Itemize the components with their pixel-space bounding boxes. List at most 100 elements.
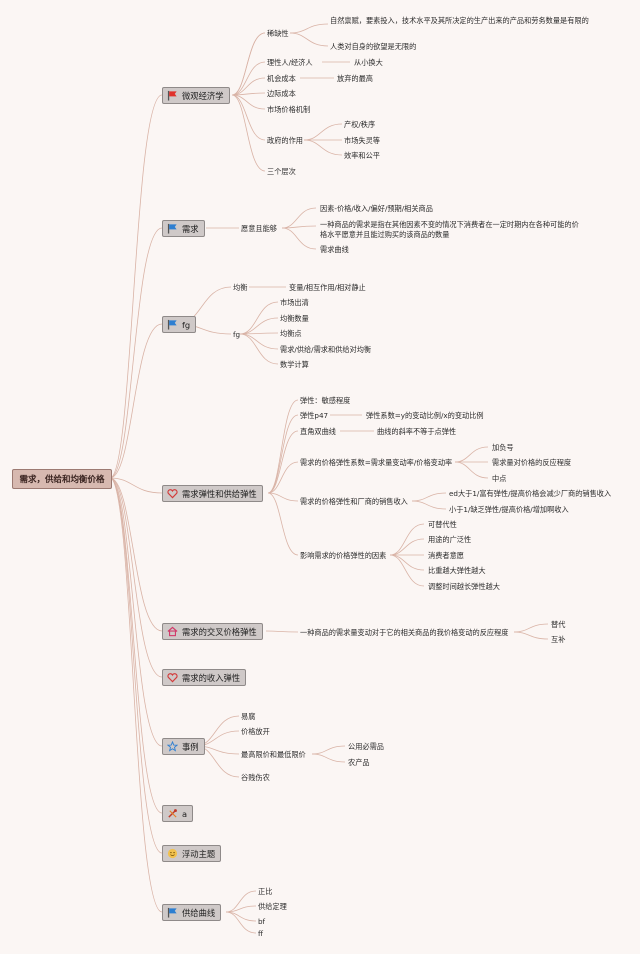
node-factor-item[interactable]: 可替代性	[428, 520, 457, 529]
topic-elasticity[interactable]: 需求弹性和供给弹性	[162, 485, 263, 502]
connector-line	[303, 123, 343, 141]
node-factor-item[interactable]: 调整时间越长弹性越大	[428, 582, 500, 591]
node-curve-item[interactable]: bf	[258, 917, 266, 926]
node-hyperbola[interactable]: 直角双曲线	[300, 427, 336, 436]
connector-line	[289, 32, 329, 47]
node-market[interactable]: 市场价格机制	[267, 105, 311, 114]
connector-line	[225, 911, 257, 934]
node-case-item[interactable]: 最高限价和最低限价	[241, 750, 306, 759]
connector-line	[109, 477, 163, 913]
node-rational[interactable]: 理性人/经济人	[267, 58, 313, 67]
node-curve-item[interactable]: 供给定理	[258, 902, 287, 911]
node-equilibrium-note[interactable]: 变量/相互作用/相对静止	[289, 283, 366, 292]
connector-line	[225, 905, 257, 913]
connector-line	[311, 745, 346, 755]
node-desire[interactable]: 人类对自身的欲望是无限的	[330, 42, 417, 51]
node-p47-note[interactable]: 弹性系数=y的变动比例/x的变动比例	[366, 411, 484, 420]
node-fg-item[interactable]: 市场出清	[280, 298, 309, 307]
node-willing[interactable]: 愿意且能够	[241, 224, 277, 233]
node-ceiling-item[interactable]: 公用必需品	[348, 742, 384, 751]
node-revenue-item[interactable]: ed大于1/富有弹性/提高价格会减少厂商的销售收入	[449, 489, 612, 498]
node-elasticity-factors[interactable]: 影响需求的价格弹性的因素	[300, 551, 387, 560]
node-factor-item[interactable]: 用途的广泛性	[428, 535, 472, 544]
node-gov-2[interactable]: 市场失灵等	[344, 136, 380, 145]
node-revenue-item[interactable]: 小于1/缺乏弹性/提高价格/增加啊收入	[449, 505, 569, 514]
connector-line	[225, 890, 257, 913]
topic-floating[interactable]: 浮动主题	[162, 845, 222, 862]
connector-line	[231, 32, 266, 96]
node-demand-definition[interactable]: 一种商品的需求是指在其他因素不变的情况下消费者在一定时期内在各种可能的价格水平愿…	[320, 220, 579, 239]
node-cross-item[interactable]: 互补	[551, 635, 566, 644]
topic-cases[interactable]: 事例	[162, 738, 205, 755]
topic-cross-label: 需求的交叉价格弹性	[182, 626, 257, 637]
topic-fg-label: fg	[182, 319, 191, 330]
node-ceiling-item[interactable]: 农产品	[348, 758, 370, 767]
node-case-item[interactable]: 谷贱伤农	[241, 773, 270, 782]
node-case-item[interactable]: 价格放开	[241, 727, 270, 736]
node-elasticity-def[interactable]: 弹性：敏感程度	[300, 396, 351, 405]
connector-line	[281, 225, 317, 229]
connector-line	[411, 492, 447, 502]
node-opportunity-note[interactable]: 放弃的最高	[337, 74, 373, 83]
node-marginal[interactable]: 边际成本	[267, 89, 296, 98]
node-factor-item[interactable]: 比重越大弹性越大	[428, 566, 486, 575]
connector-line	[303, 139, 343, 156]
node-scarcity-def[interactable]: 自然禀赋，要素投入，技术水平及其所决定的生产出来的产品和劳务数量是有限的	[330, 16, 589, 25]
node-revenue[interactable]: 需求的价格弹性和厂商的销售收入	[300, 497, 408, 506]
node-fg-item[interactable]: 均衡数量	[280, 314, 309, 323]
node-factor-item[interactable]: 消费者意愿	[428, 551, 464, 560]
connector-line	[513, 631, 549, 640]
topic-income-elasticity[interactable]: 需求的收入弹性	[162, 669, 247, 686]
node-price-coef-item[interactable]: 中点	[492, 474, 507, 483]
node-demand-curve[interactable]: 需求曲线	[320, 245, 349, 254]
connector-line	[389, 554, 425, 587]
connector-line	[239, 317, 279, 335]
node-fg-sub[interactable]: fg	[233, 330, 241, 339]
node-gov-3[interactable]: 效率和公平	[344, 151, 380, 160]
node-opportunity[interactable]: 机会成本	[267, 74, 296, 83]
topic-supply-curve[interactable]: 供给曲线	[162, 904, 222, 921]
node-rational-note[interactable]: 从小换大	[354, 58, 383, 67]
home-icon	[167, 626, 178, 637]
node-case-item[interactable]: 易腐	[241, 712, 256, 721]
node-curve-item[interactable]: ff	[258, 929, 263, 938]
topic-a[interactable]: a	[162, 805, 194, 822]
topic-cross-elasticity[interactable]: 需求的交叉价格弹性	[162, 623, 263, 640]
blue-flag-icon	[167, 319, 177, 330]
topic-micro-economics[interactable]: 微观经济学	[162, 87, 230, 104]
node-levels[interactable]: 三个层次	[267, 167, 296, 176]
topic-fg[interactable]: fg	[162, 316, 197, 333]
connector-line	[454, 446, 489, 463]
connector-line	[109, 227, 163, 479]
node-curve-item[interactable]: 正比	[258, 887, 273, 896]
connector-line	[389, 523, 425, 556]
node-cross-def[interactable]: 一种商品的需求量变动对于它的相关商品的我价格变动的反应程度	[300, 628, 509, 637]
node-hyperbola-note[interactable]: 曲线的斜率不等于点弹性	[377, 427, 457, 436]
node-demand-factors[interactable]: 因素-价格/收入/偏好/预期/相关商品	[320, 204, 433, 213]
connector-line	[239, 332, 279, 335]
connector-line	[267, 430, 299, 494]
blue-flag-icon	[167, 907, 177, 918]
connector-line	[289, 23, 329, 34]
node-fg-item[interactable]: 数学计算	[280, 360, 309, 369]
node-p47[interactable]: 弹性p47	[300, 411, 329, 420]
node-gov-1[interactable]: 产权/秩序	[344, 120, 376, 129]
node-fg-item[interactable]: 均衡点	[280, 329, 302, 338]
node-scarcity[interactable]: 稀缺性	[267, 29, 289, 38]
node-price-coef[interactable]: 需求的价格弹性系数=需求量变动率/价格变动率	[300, 458, 453, 467]
node-fg-item[interactable]: 需求/供给/需求和供给对均衡	[280, 345, 372, 354]
root-topic[interactable]: 需求，供给和均衡价格	[12, 469, 112, 489]
node-equilibrium[interactable]: 均衡	[233, 283, 248, 292]
node-price-coef-item[interactable]: 加负号	[492, 443, 514, 452]
topic-floating-label: 浮动主题	[182, 848, 216, 859]
connector-line	[109, 323, 163, 479]
connector-line	[231, 32, 266, 96]
node-gov[interactable]: 政府的作用	[267, 136, 303, 145]
node-price-coef-item[interactable]: 需求量对价格的反应程度	[492, 458, 572, 467]
connector-line	[231, 92, 266, 96]
connector-line	[109, 477, 163, 632]
connector-line	[231, 94, 266, 141]
connector-line	[411, 500, 447, 510]
topic-demand[interactable]: 需求	[162, 220, 205, 237]
node-cross-item[interactable]: 替代	[551, 620, 566, 629]
